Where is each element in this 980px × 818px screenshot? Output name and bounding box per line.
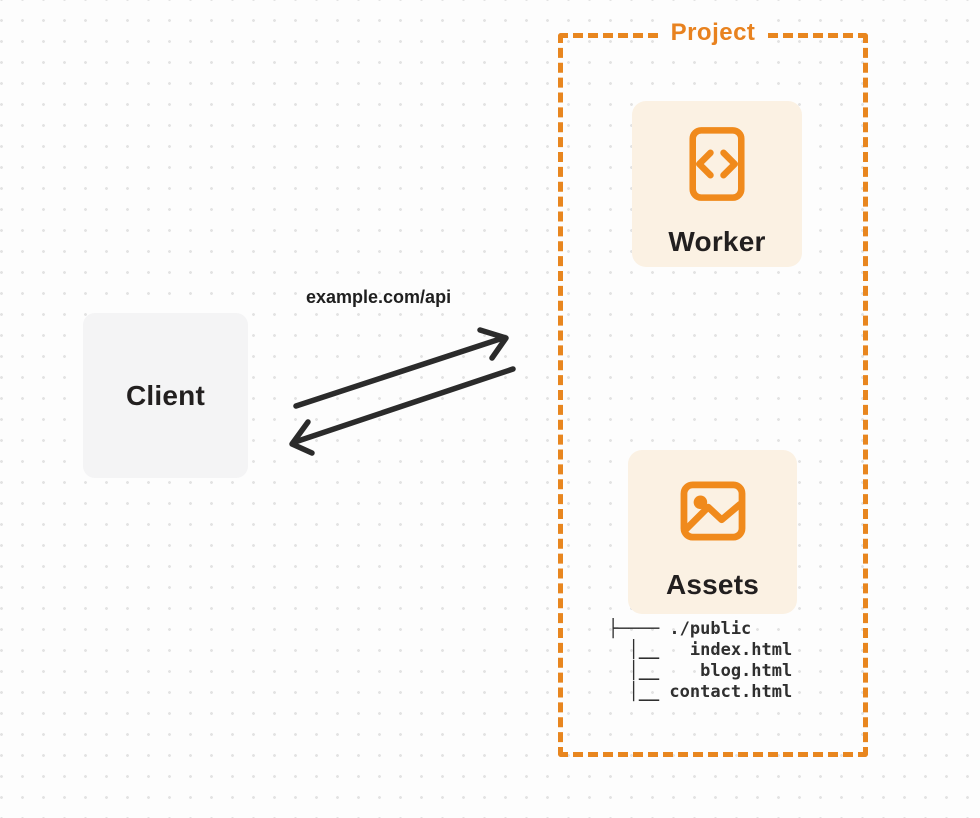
image-icon xyxy=(680,481,746,546)
assets-node: Assets xyxy=(628,450,797,614)
worker-node-label: Worker xyxy=(668,226,766,257)
project-group: Project xyxy=(558,19,868,757)
client-node-label: Client xyxy=(126,379,205,411)
assets-file-tree: ├──── ./public │__ index.html │__ blog.h… xyxy=(608,619,793,702)
code-icon xyxy=(689,126,745,207)
request-arrow xyxy=(293,327,509,409)
project-group-label: Project xyxy=(661,19,765,47)
assets-node-label: Assets xyxy=(665,569,760,600)
worker-node: Worker xyxy=(632,101,802,267)
response-arrow xyxy=(289,366,516,456)
client-node: Client xyxy=(83,313,248,478)
request-url-label: example.com/api xyxy=(306,287,452,307)
